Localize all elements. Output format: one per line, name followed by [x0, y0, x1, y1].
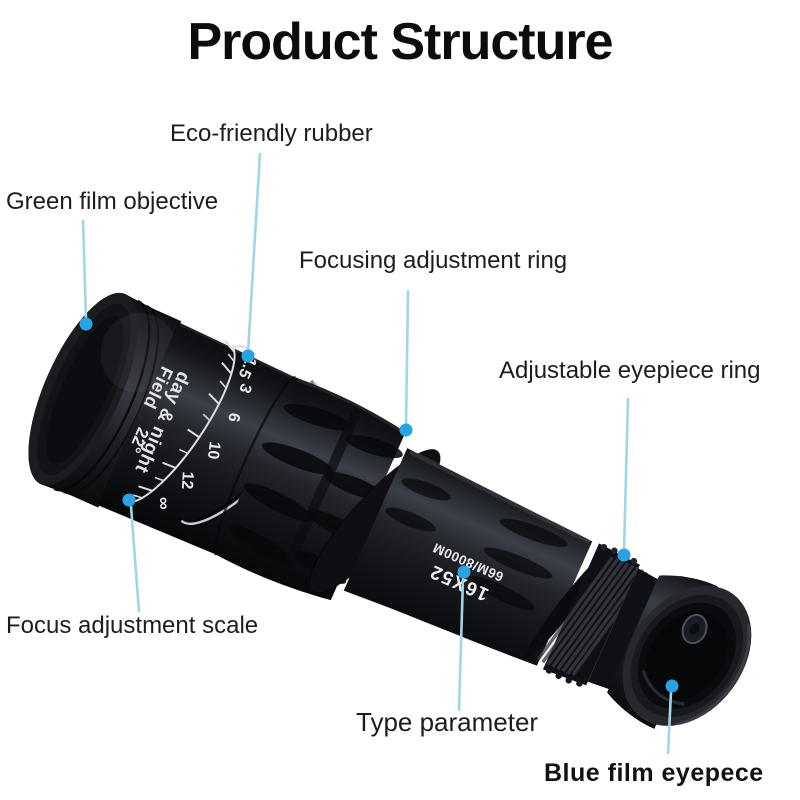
monocular-telescope: Field 22° day & night [28, 292, 752, 729]
leader-type-parameter [457, 577, 465, 712]
dot-eyepiece-ring [617, 548, 631, 562]
label-focusing-adjustment-ring: Focusing adjustment ring [299, 247, 568, 274]
label-eco-friendly-rubber: Eco-friendly rubber [170, 120, 373, 147]
scale-number: 10 [204, 440, 223, 460]
leader-eyepiece-ring [622, 397, 630, 553]
label-type-parameter: Type parameter [356, 707, 539, 737]
leader-focusing-ring [404, 289, 410, 428]
adjustable-eyepiece-ring [536, 543, 649, 687]
label-focus-adjustment-scale: Focus adjustment scale [6, 612, 259, 639]
scale-number: ∞ [154, 497, 174, 511]
focus-scale-cone [97, 322, 297, 556]
scale-number: 6 [224, 411, 242, 423]
dot-eco-rubber [241, 349, 255, 363]
leader-lines [81, 152, 673, 755]
page-title: Product Structure [187, 13, 613, 71]
objective-barrel [28, 292, 182, 508]
dot-type-parameter [457, 565, 471, 579]
label-green-film-objective: Green film objective [6, 188, 219, 215]
dot-blue-eyepiece [665, 679, 679, 693]
dot-focus-scale [122, 493, 136, 507]
eyepiece-cup [587, 568, 752, 729]
leader-dots [79, 317, 679, 693]
label-blue-film-eyepiece: Blue film eyepece [544, 759, 764, 787]
leader-eco-rubber [246, 152, 262, 354]
leader-focus-scale [129, 505, 141, 613]
dot-focusing-ring [399, 423, 413, 437]
blue-film-eyepiece-lens [622, 585, 752, 727]
scale-number: 12 [178, 471, 196, 490]
rear-barrel: 16X52 66M/8000M [343, 448, 593, 666]
dot-green-objective [79, 317, 93, 331]
label-adjustable-eyepiece-ring: Adjustable eyepiece ring [499, 357, 761, 384]
leader-blue-eyepiece [666, 691, 673, 755]
leader-green-objective [81, 219, 88, 321]
